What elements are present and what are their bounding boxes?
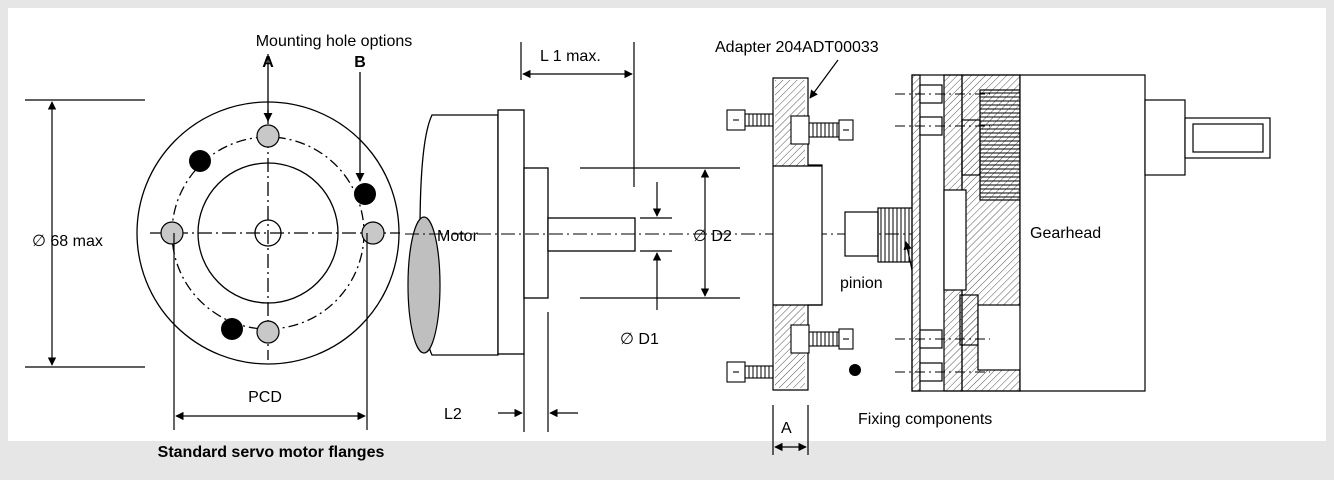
dim-d1-lines <box>640 182 672 310</box>
diameter-68-label: ∅ 68 max <box>32 233 103 250</box>
motor-pilot <box>523 167 549 299</box>
d1-label: ∅ D1 <box>620 331 659 348</box>
adapter-screws <box>726 109 854 383</box>
hole-a-bottom <box>256 320 280 344</box>
option-a-label: A <box>262 54 274 71</box>
mounting-holes-a <box>160 124 385 344</box>
hole-b-lower-left <box>221 318 243 340</box>
dim-68-lines <box>25 99 145 368</box>
hole-a-top <box>256 124 280 148</box>
gearhead-label: Gearhead <box>1030 225 1101 242</box>
dim-l1-lines <box>520 42 635 187</box>
dim-l2-lines <box>498 312 578 432</box>
dim-a-label: A <box>781 420 792 437</box>
dim-a-lines <box>772 405 809 455</box>
fixing-components-dot <box>849 364 861 376</box>
gearhead-centerlines <box>895 93 990 373</box>
fixing-components-label: Fixing components <box>858 411 992 428</box>
motor-label: Motor <box>437 228 479 245</box>
adapter-label: Adapter 204ADT00033 <box>715 39 879 56</box>
l1-label: L 1 max. <box>540 48 601 65</box>
mounting-holes-b <box>189 150 376 340</box>
option-b-label: B <box>354 54 366 71</box>
d2-label: ∅ D2 <box>693 228 732 245</box>
mounting-hole-options-label: Mounting hole options <box>256 33 413 50</box>
motor-flange-plate <box>497 109 525 355</box>
flange-caption: Standard servo motor flanges <box>158 444 385 461</box>
pcd-label: PCD <box>248 389 282 406</box>
hole-b-upper-left <box>189 150 211 172</box>
dim-d2-lines <box>580 167 740 299</box>
dim-pcd-lines <box>173 233 368 430</box>
motor-end-cap <box>407 216 441 354</box>
hole-a-left <box>160 221 184 245</box>
hole-b-upper-right <box>354 183 376 205</box>
l2-label: L2 <box>444 406 462 423</box>
adapter-leader <box>809 59 839 99</box>
hole-a-right <box>361 221 385 245</box>
pinion-label: pinion <box>840 275 883 292</box>
